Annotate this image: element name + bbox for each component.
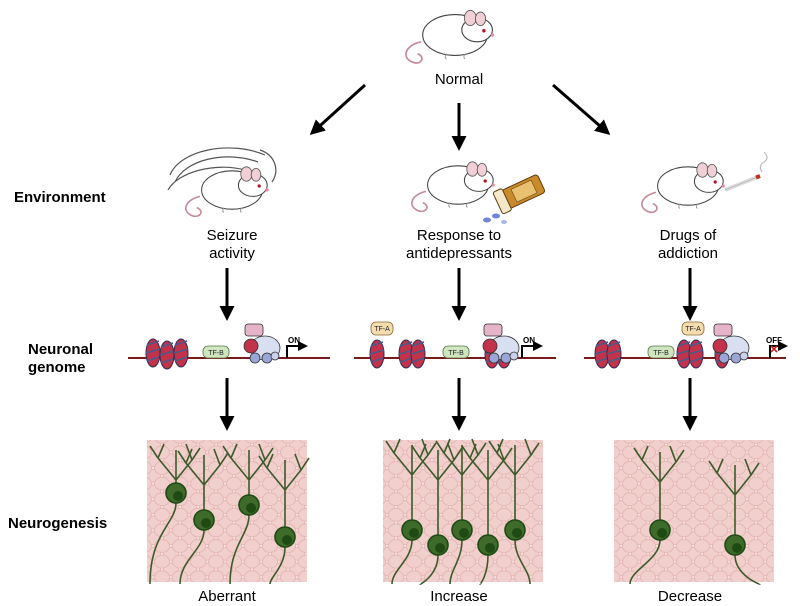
tf-b-label-2: TF-B <box>448 350 464 357</box>
condition-1-label-line1: Seizure <box>207 227 258 244</box>
addiction-mouse-icon <box>641 151 768 214</box>
neuron-icon <box>411 443 463 585</box>
genome-panel-antidepressants: TF-A TF-B ON <box>354 321 556 369</box>
outcome-label-3: Decrease <box>658 588 722 605</box>
seizure-lines-icon <box>167 147 277 191</box>
neurogenesis-panel-decrease <box>614 440 774 585</box>
neuron-icon <box>629 445 685 585</box>
normal-label: Normal <box>435 71 483 88</box>
outcome-label-2: Increase <box>430 588 488 605</box>
row-label-genome-line1: Neuronal <box>28 341 93 358</box>
nucleosome-icon <box>145 338 189 370</box>
neuron-icon <box>149 443 201 585</box>
neuron-icon <box>222 443 274 585</box>
condition-3-label-line2: addiction <box>658 245 718 262</box>
tf-b-label-3: TF-B <box>653 350 669 357</box>
neuron-icon <box>385 438 437 585</box>
pill-bottle-icon <box>492 174 545 215</box>
condition-2-label-line2: antidepressants <box>406 245 512 262</box>
arrow-to-addiction <box>552 83 611 135</box>
tf-a-label-3: TF-A <box>685 326 701 333</box>
switch-label-2: ON <box>523 336 535 345</box>
tf-b-label-1: TF-B <box>208 350 224 357</box>
off-cross-icon <box>770 345 778 353</box>
neuron-icon <box>488 438 540 585</box>
neuron-icon <box>177 448 229 585</box>
neurogenesis-panel-aberrant <box>147 440 310 585</box>
row-label-environment: Environment <box>14 189 106 206</box>
neuron-icon <box>258 453 310 585</box>
row-label-neurogenesis: Neurogenesis <box>8 515 107 532</box>
tf-a-label-2: TF-A <box>374 326 390 333</box>
genome-panel-seizure: TF-B ON <box>128 323 330 370</box>
neuron-icon <box>461 443 513 585</box>
seizure-mouse-icon <box>167 147 277 218</box>
genome-panel-addiction: TF-A TF-B OFF <box>584 321 788 369</box>
condition-3-label-line1: Drugs of <box>660 227 718 244</box>
normal-mouse-icon <box>405 9 495 64</box>
antidepressant-mouse-icon <box>411 161 545 224</box>
switch-label-3: OFF <box>766 336 782 345</box>
condition-1-label-line2: activity <box>209 245 255 262</box>
row-label-genome-line2: genome <box>28 359 86 376</box>
outcome-label-1: Aberrant <box>198 588 256 605</box>
switch-label-1: ON <box>288 336 300 345</box>
neurogenesis-panel-increase <box>383 438 543 585</box>
arrow-to-seizure <box>309 83 367 136</box>
cigarette-icon <box>724 151 768 192</box>
neuron-icon <box>708 458 761 585</box>
condition-2-label-line1: Response to <box>417 227 501 244</box>
